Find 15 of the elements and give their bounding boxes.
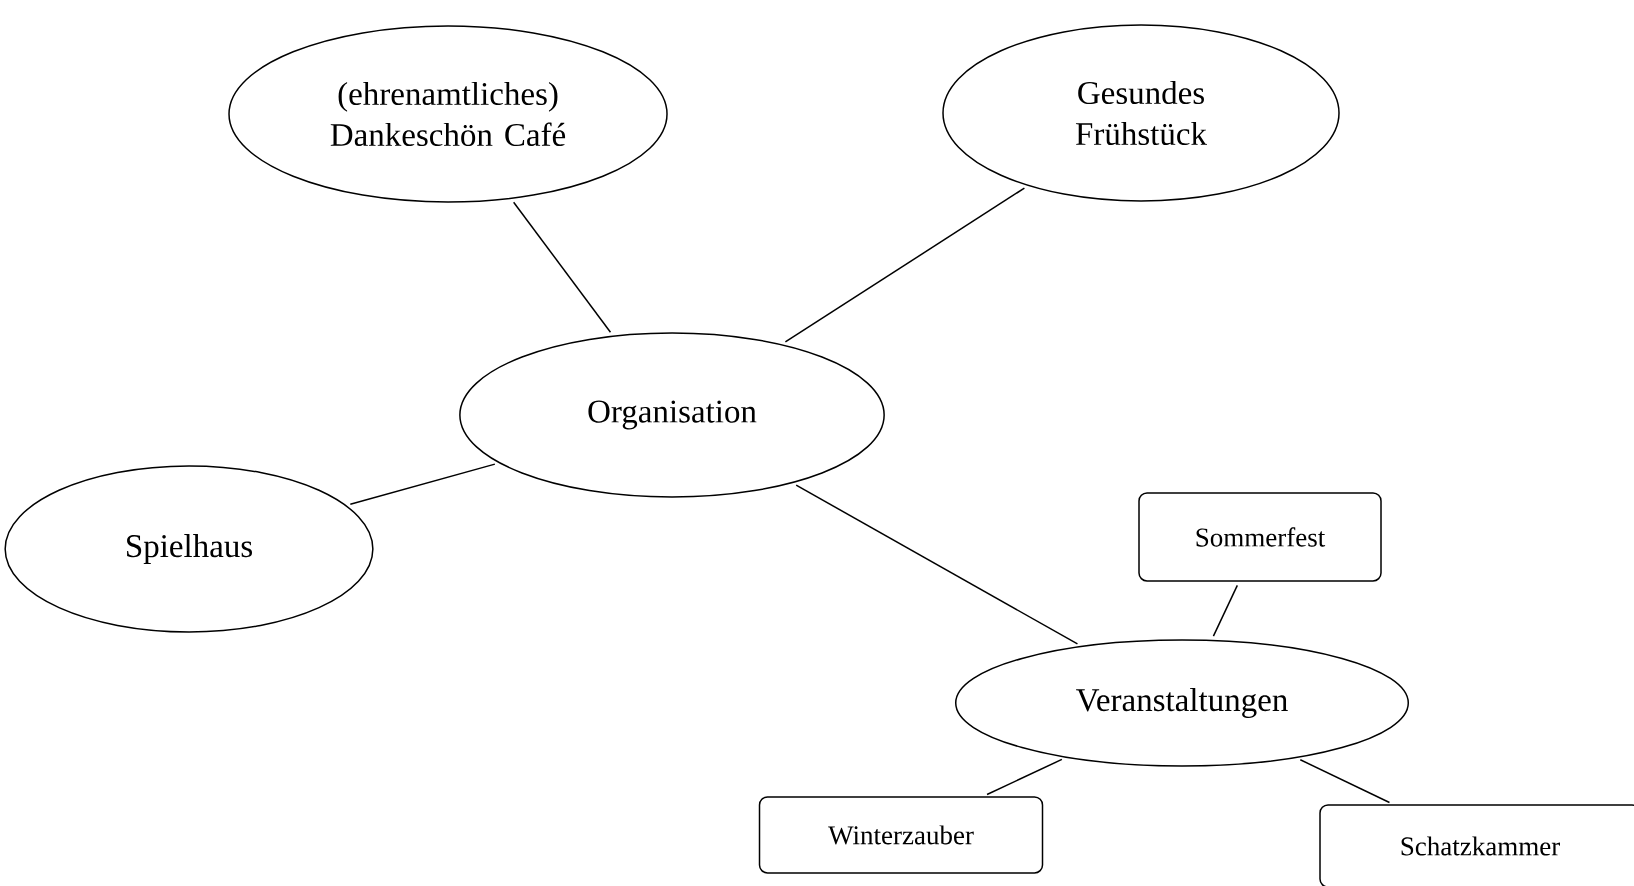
connector-line — [1212, 584, 1239, 637]
ellipse-node: Spielhaus — [4, 465, 374, 633]
connector-line — [349, 463, 496, 505]
connector-line — [512, 201, 612, 334]
ellipse-node: Organisation — [459, 332, 885, 498]
connector-line — [1299, 759, 1391, 804]
connector-line — [784, 187, 1026, 343]
connector-line — [795, 484, 1079, 645]
rounded-box: Schatzkammer — [1319, 804, 1634, 886]
connector-line — [986, 758, 1063, 796]
ellipse-node: Gesundes Frühstück — [942, 24, 1340, 202]
ellipse-node: Veranstaltungen — [955, 639, 1410, 767]
rounded-box: Winterzauber — [758, 796, 1044, 874]
rounded-box: Sommerfest — [1138, 492, 1382, 582]
ellipse-node: (ehrenamtliches) Dankeschön Café — [228, 25, 668, 203]
